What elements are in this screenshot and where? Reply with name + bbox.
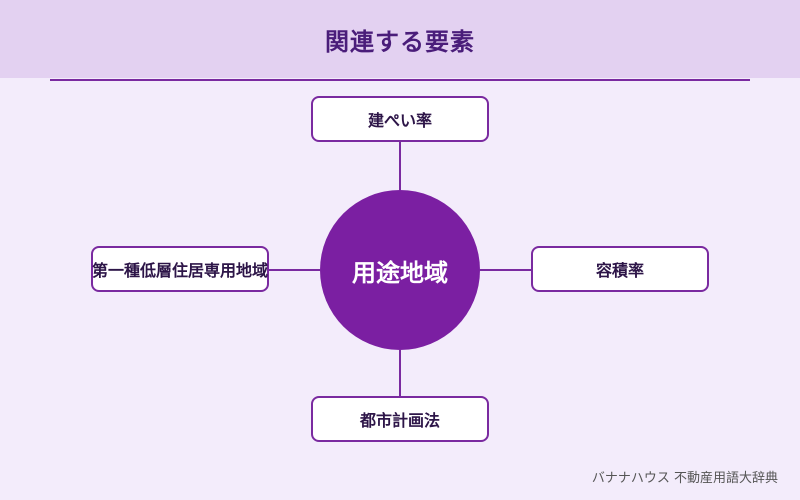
node-top: 建ぺい率 — [311, 96, 489, 142]
title-divider — [50, 79, 750, 81]
page-title: 関連する要素 — [325, 27, 475, 56]
node-bottom: 都市計画法 — [311, 396, 489, 442]
footer-credit: バナナハウス 不動産用語大辞典 — [591, 471, 778, 486]
header-band — [0, 0, 800, 78]
node-left: 第一種低層住居専用地域 — [91, 246, 269, 292]
node-right: 容積率 — [531, 246, 709, 292]
center-node: 用途地域 — [320, 190, 480, 350]
